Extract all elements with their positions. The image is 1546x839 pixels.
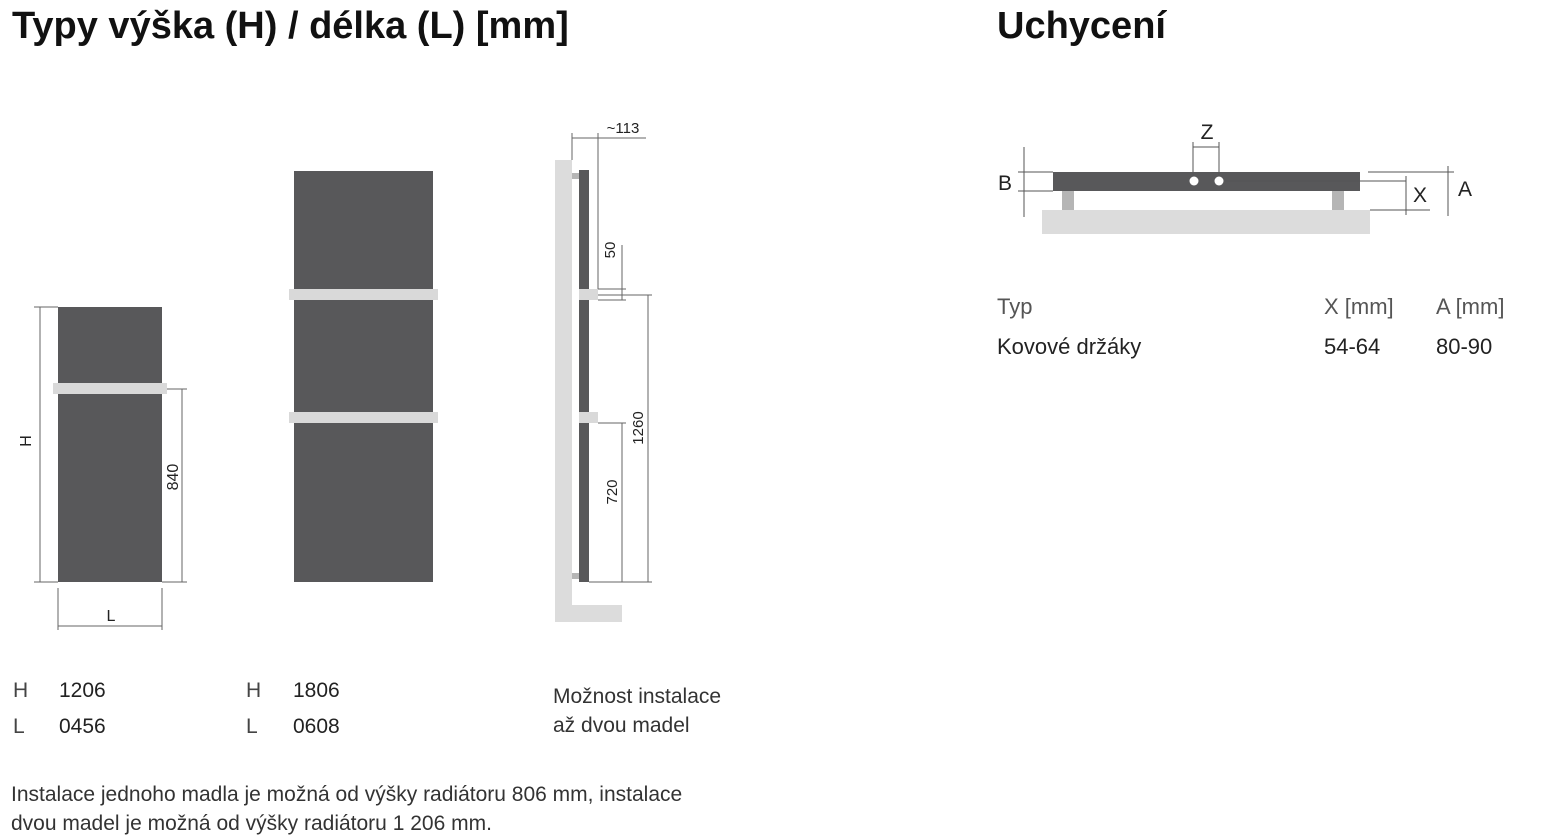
radiator-large-front-view: [289, 171, 438, 582]
mount-radiator-panel: [1053, 172, 1360, 191]
table-header-type: Typ: [997, 294, 1033, 319]
table-cell-a: 80-90: [1436, 334, 1493, 359]
radiator-small-front-view: H 840 L: [18, 306, 187, 630]
radiator-large-handle-lower: [289, 412, 438, 423]
connection-point-1: [1189, 176, 1199, 186]
table-cell-x: 54-64: [1324, 334, 1381, 359]
title-mounting: Uchycení: [997, 5, 1166, 47]
radiator-small-handle: [53, 383, 167, 394]
handle-side-lower: [579, 412, 598, 423]
radiator-side-panel: [579, 170, 589, 582]
floor: [555, 605, 622, 622]
handle-side-upper: [579, 289, 598, 300]
side-dimension-lines: [571, 133, 652, 583]
handle-height-dimension: [162, 388, 187, 583]
upper-handle-label: 1260: [630, 411, 647, 444]
b-label: B: [998, 172, 1012, 195]
radiator-large-handle-upper: [289, 289, 438, 300]
a-label: A: [1458, 178, 1472, 201]
mount-bracket-left: [1062, 191, 1074, 210]
mount-stub-top: [572, 173, 580, 179]
radiator-small-panel: [58, 307, 162, 582]
mount-stub-bottom: [572, 573, 580, 579]
wall: [555, 160, 572, 622]
footnote-line-1: Instalace jednoho madla je možná od výšk…: [11, 783, 683, 806]
mount-wall: [1042, 210, 1370, 234]
spec-1-l-label: L: [13, 715, 25, 738]
title-dimensions: Typy výška (H) / délka (L) [mm]: [12, 5, 569, 47]
mounting-diagram: Z B X A: [998, 121, 1472, 234]
mount-dimension-lines: [1018, 142, 1454, 217]
side-note-line-1: Možnost instalace: [553, 685, 722, 708]
spec-1-h-value: 1206: [59, 679, 106, 702]
side-note-line-2: až dvou madel: [553, 714, 690, 737]
connection-point-2: [1214, 176, 1224, 186]
mount-bracket-right: [1332, 191, 1344, 210]
table-header-a: A [mm]: [1436, 294, 1505, 319]
handle-height-label: 840: [165, 464, 182, 491]
gap-label: 50: [602, 242, 619, 259]
table-cell-type: Kovové držáky: [997, 334, 1142, 359]
side-view: ~113 50 720 1260: [555, 120, 652, 622]
height-label: H: [18, 435, 35, 447]
footnote-line-2: dvou madel je možná od výšky radiátoru 1…: [11, 812, 492, 835]
depth-label: ~113: [607, 120, 640, 137]
lower-handle-label: 720: [604, 479, 621, 504]
spec-1-l-value: 0456: [59, 715, 106, 738]
length-dimension: [57, 588, 163, 630]
height-dimension: [34, 306, 58, 583]
table-header-x: X [mm]: [1324, 294, 1394, 319]
spec-2-h-label: H: [246, 679, 262, 702]
z-label: Z: [1201, 121, 1214, 144]
side-note: Možnost instalace až dvou madel: [553, 682, 721, 740]
length-label: L: [107, 608, 116, 625]
radiator-large-panel: [294, 171, 433, 582]
spec-2-l-value: 0608: [293, 715, 340, 738]
spec-2-l-label: L: [246, 715, 258, 738]
spec-2-h-value: 1806: [293, 679, 340, 702]
footnote: Instalace jednoho madla je možná od výšk…: [11, 780, 682, 838]
x-label: X: [1413, 184, 1427, 207]
spec-1-h-label: H: [13, 679, 29, 702]
